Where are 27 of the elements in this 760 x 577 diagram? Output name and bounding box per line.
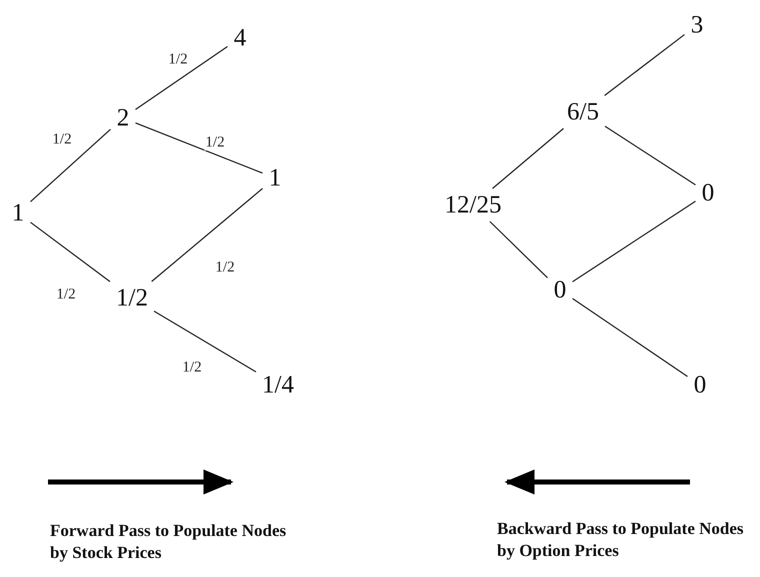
connector-line	[151, 188, 263, 282]
tree-node-value: 1/4	[256, 368, 300, 402]
tree-node-value: 0	[688, 368, 712, 402]
connector-line	[30, 222, 110, 282]
tree-node-value: 12/25	[438, 188, 508, 222]
tree-node-value: 0	[548, 274, 572, 306]
connector-line	[489, 221, 548, 278]
tree-node-value: 6/5	[561, 96, 605, 128]
connector-line	[604, 126, 696, 186]
tree-node-value: 1	[6, 196, 30, 230]
edge-label: 1/2	[204, 136, 226, 150]
connector-line	[135, 122, 263, 174]
tree-node-value: 1	[262, 162, 288, 194]
tree-node-value: 2	[110, 102, 136, 134]
connector-line	[492, 128, 564, 189]
tree-node-value: 1/2	[110, 282, 154, 314]
connector-line	[135, 46, 228, 110]
tree-node-value: 3	[684, 8, 710, 42]
connector-line	[604, 34, 685, 96]
connector-line	[572, 298, 688, 378]
connector-line	[572, 200, 696, 282]
tree-node-value: 4	[228, 22, 252, 54]
connector-line	[154, 310, 256, 372]
tree-node-value: 0	[696, 176, 720, 210]
pass-caption: Backward Pass to Populate Nodes by Option Prices	[497, 518, 745, 562]
connector-line	[30, 128, 111, 202]
pass-caption: Forward Pass to Populate Nodes by Stock Prices	[50, 520, 288, 564]
